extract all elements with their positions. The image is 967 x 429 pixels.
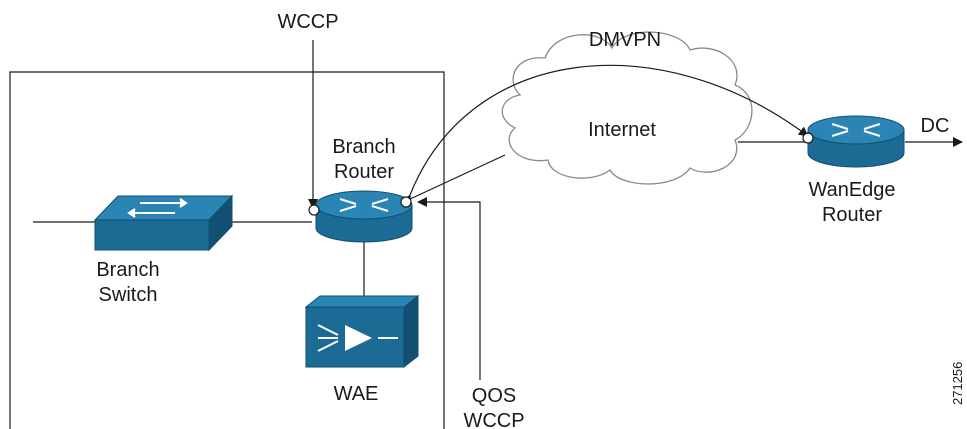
dmvpn-arc — [402, 64, 809, 206]
dmvpn-label: DMVPN — [589, 29, 661, 51]
wanedge-label-1: WanEdge — [808, 179, 895, 201]
qos-wccp-arrow — [417, 197, 481, 380]
internet-cloud-icon — [501, 31, 753, 185]
branch-switch-icon — [93, 194, 234, 252]
wanedge-label-2: Router — [822, 204, 882, 226]
qos-label: QOS — [472, 385, 516, 407]
internet-label: Internet — [588, 119, 656, 141]
branch-boundary — [9, 71, 445, 429]
branch-router-label-2: Router — [334, 161, 394, 183]
branch-switch-label-1: Branch — [96, 259, 159, 281]
dc-label: DC — [921, 115, 950, 137]
wccp-top-label: WCCP — [277, 11, 338, 33]
branch-router-icon — [308, 190, 413, 243]
wanedge-router-icon — [802, 115, 905, 168]
branch-router-label-1: Branch — [332, 136, 395, 158]
wae-label: WAE — [334, 383, 379, 405]
wae-icon — [304, 294, 420, 369]
branch-switch-label-2: Switch — [99, 284, 158, 306]
router-internet-link — [407, 154, 506, 201]
figure-id: 271256 — [950, 362, 965, 405]
wccp-bottom-label: WCCP — [463, 410, 524, 429]
